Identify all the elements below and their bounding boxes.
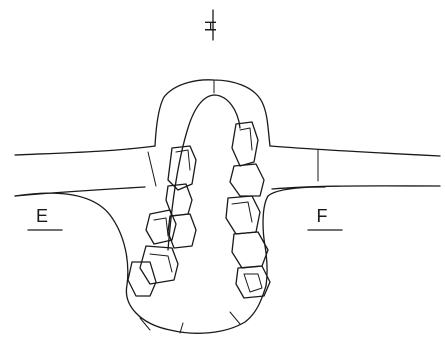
label-left: E <box>36 206 48 226</box>
lower-band-right <box>271 185 441 190</box>
bottom-tick-right <box>229 311 241 325</box>
tooth-row-left <box>127 145 197 297</box>
tooth-left-5 <box>139 245 179 285</box>
upper-band-left-top <box>14 145 156 156</box>
tooth-left-3 <box>145 209 177 245</box>
tooth-right-1 <box>231 121 259 167</box>
tooth-right-2 <box>229 163 265 197</box>
tooth-right-5 <box>235 265 271 299</box>
upper-band-right-top <box>269 145 441 157</box>
lower-outline-left <box>14 192 267 334</box>
arched-crown-outer <box>154 79 271 147</box>
tooth-left-4 <box>167 213 197 249</box>
tooth-right-3 <box>225 195 261 235</box>
bottom-tick-left <box>139 317 151 331</box>
tooth-left-6 <box>127 261 157 297</box>
tooth-right-4 <box>231 231 269 269</box>
label-right: F <box>317 206 328 226</box>
lower-band-left <box>14 186 146 197</box>
label-top: H <box>201 20 218 32</box>
palate-inner-outline <box>167 94 241 251</box>
bottom-tick-mid <box>179 322 184 334</box>
divider-left <box>147 151 157 187</box>
tooth-row-right <box>225 121 271 299</box>
lower-outline-right <box>262 186 326 287</box>
tooth-left-1 <box>167 145 197 191</box>
